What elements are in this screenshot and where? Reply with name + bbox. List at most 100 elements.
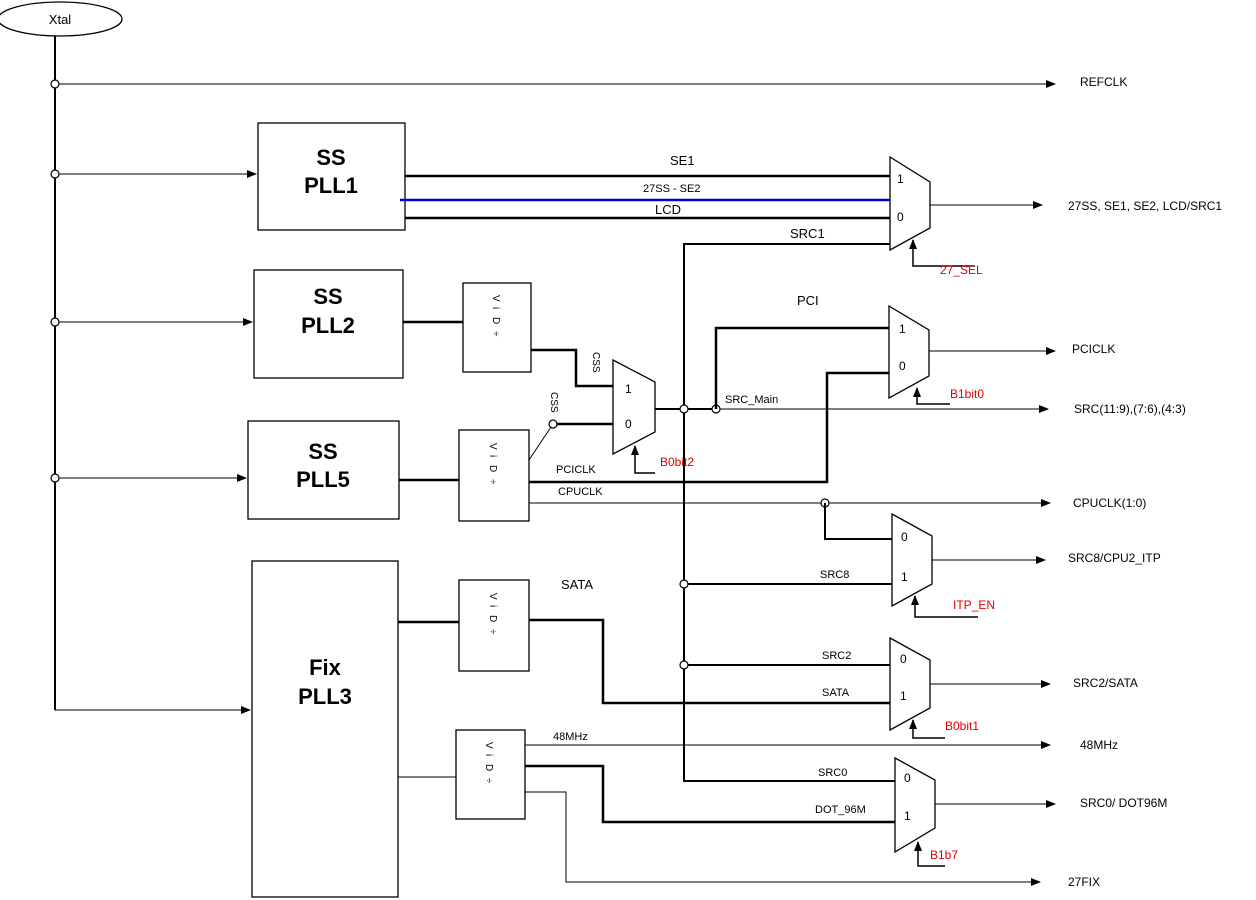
signal-src0: SRC0 [818,767,847,779]
junction-pll1 [50,169,60,179]
pll3-line2: PLL3 [298,684,352,709]
select-itp-en: ITP_EN [953,598,995,612]
mux-input-1: 1 [897,172,904,186]
mux-input-1: 1 [899,322,906,336]
dot96m-line [525,764,895,824]
junction-pll5 [50,473,60,483]
pciclk-line [529,371,889,484]
signal-css-a: CSS [590,352,601,373]
mux-input-0: 0 [901,530,908,544]
divider-glyph-2: D [487,615,498,622]
divider-glyph-0: V [483,742,494,749]
output-src8: SRC8/CPU2_ITP [1068,551,1161,565]
pll1-line2: PLL1 [304,173,358,198]
divider-glyph-3: ÷ [483,778,494,784]
mux-css: 1 0 [612,358,656,456]
b0bit2-line [631,445,655,474]
mux-27ss: 1 0 [889,155,931,252]
output-cpuclk: CPUCLK(1:0) [1073,496,1146,510]
itp-en-line [911,595,978,618]
signal-pciclk: PCICLK [556,464,596,476]
signal-src2: SRC2 [822,650,851,662]
pll2-line2: PLL2 [301,313,355,338]
output-27ss: 27SS, SE1, SE2, LCD/SRC1 [1068,199,1222,213]
signal-css-b: CSS [548,392,559,413]
div5-to-css-diag [528,423,554,461]
sel27-line [909,239,975,267]
divider-glyph-0: V [490,295,501,302]
divider-glyph-3: ÷ [490,331,501,337]
junction-css-b [548,419,558,429]
b0bit1-line [909,719,945,739]
div2-to-cssmux [531,348,613,388]
divider-glyph-0: V [487,443,498,450]
signal-se1: SE1 [670,153,695,168]
mux-input-1: 1 [900,689,907,703]
xtal-oscillator: Xtal [0,1,123,37]
b1bit0-line [913,387,950,405]
divider-glyph-1: i [487,605,498,607]
signal-src-main: SRC_Main [725,394,778,406]
signal-cpuclk: CPUCLK [558,486,603,498]
signal-27ss-se2: 27SS - SE2 [643,183,700,195]
pci-line [714,326,889,409]
divider-glyph-2: D [483,764,494,771]
signal-src1: SRC1 [790,226,825,241]
mux-input-0: 0 [904,771,911,785]
output-48mhz: 48MHz [1080,738,1118,752]
src1-line [683,243,890,772]
divider-pll2: V i D ÷ [462,282,532,373]
divider-glyph-0: V [487,593,498,600]
divider-glyph-2: D [490,317,501,324]
b1b7-line [914,841,945,867]
mux-input-0: 0 [900,652,907,666]
mux-pciclk: 1 0 [888,304,930,400]
divider-48mhz: V i D ÷ [455,729,526,820]
pll1-line1: SS [316,145,345,170]
mux-input-0: 0 [625,417,632,431]
junction-pll2 [50,317,60,327]
output-pciclk: PCICLK [1072,342,1115,356]
pll5-line2: PLL5 [296,467,350,492]
sata-line [529,618,890,705]
output-src: SRC(11:9),(7:6),(4:3) [1074,402,1186,416]
select-b0bit1: B0bit1 [945,719,979,733]
output-src2: SRC2/SATA [1073,676,1138,690]
block-fix-pll3: Fix PLL3 [251,560,399,898]
junction-src-main [679,404,689,414]
select-b1b7: B1b7 [930,848,958,862]
junction-refclk [50,79,60,89]
src0-line [683,772,895,782]
output-src0: SRC0/ DOT96M [1080,796,1167,810]
mux-input-0: 0 [899,359,906,373]
mux-src2: 0 1 [889,636,931,732]
divider-pll5: V i D ÷ [458,429,530,522]
mux-input-1: 1 [901,570,908,584]
pll5-line1: SS [308,439,337,464]
select-27-sel: 27_SEL [940,263,983,277]
xtal-label: Xtal [49,12,72,27]
signal-dot96m: DOT_96M [815,804,866,816]
divider-glyph-3: ÷ [487,629,498,635]
divider-glyph-1: i [490,307,501,309]
block-ss-pll5: SS PLL5 [247,420,400,520]
signal-lcd: LCD [655,202,681,217]
divider-glyph-3: ÷ [487,479,498,485]
output-27fix: 27FIX [1068,875,1100,889]
divider-glyph-2: D [487,465,498,472]
mux-src8: 0 1 [891,512,933,608]
signal-sata: SATA [822,687,850,699]
pll2-line1: SS [313,284,342,309]
divider-glyph-1: i [487,455,498,457]
divider-sata: V i D ÷ [458,579,530,672]
pll3-line1: Fix [309,655,342,680]
fix27-line [525,791,1041,886]
signal-48mhz: 48MHz [553,731,588,743]
select-b0bit2: B0bit2 [660,455,694,469]
junction-src2 [679,660,689,670]
signal-src8: SRC8 [820,569,849,581]
cpuclk-to-mux [824,503,892,540]
select-b1bit0: B1bit0 [950,387,984,401]
output-refclk: REFCLK [1080,75,1127,89]
